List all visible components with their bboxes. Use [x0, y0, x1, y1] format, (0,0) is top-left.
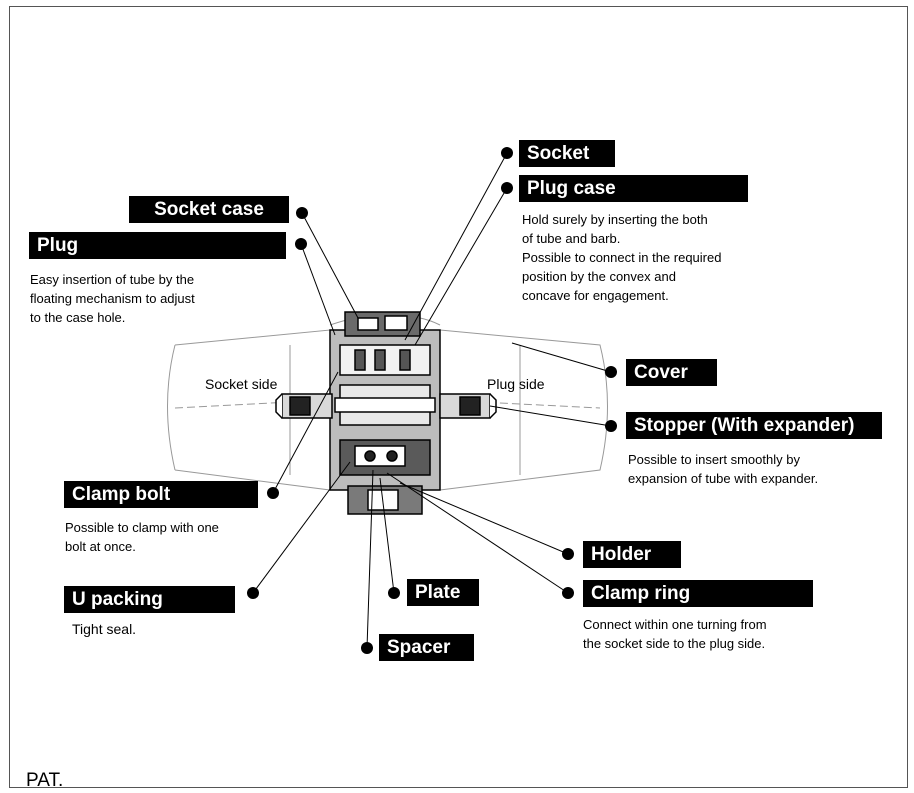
label-plug-case: Plug case: [519, 175, 748, 202]
leader-lines: [252, 152, 612, 649]
label-clamp-bolt: Clamp bolt: [64, 481, 258, 508]
desc-clamp-bolt: Possible to clamp with one bolt at once.: [65, 518, 219, 556]
desc-line: to the case hole.: [30, 310, 126, 325]
desc-line: bolt at once.: [65, 539, 136, 554]
desc-clamp-ring: Connect within one turning from the sock…: [583, 615, 767, 653]
desc-line: Hold surely by inserting the both: [522, 212, 708, 227]
desc-stopper: Possible to insert smoothly by expansion…: [628, 450, 818, 488]
desc-line: Possible to connect in the required: [522, 250, 722, 265]
label-plug: Plug: [29, 232, 286, 259]
desc-line: Easy insertion of tube by the: [30, 272, 195, 287]
coupling-body: [329, 311, 441, 515]
label-socket: Socket: [519, 140, 615, 167]
plug-side-label: Plug side: [487, 376, 545, 392]
desc-line: concave for engagement.: [522, 288, 669, 303]
label-u-packing: U packing: [64, 586, 235, 613]
label-socket-case: Socket case: [129, 196, 289, 223]
desc-line: of tube and barb.: [522, 231, 621, 246]
label-holder: Holder: [583, 541, 681, 568]
desc-line: expansion of tube with expander.: [628, 471, 819, 486]
desc-line: Possible to insert smoothly by: [628, 452, 800, 467]
desc-line: Possible to clamp with one: [65, 520, 219, 535]
socket-side-label: Socket side: [205, 376, 278, 392]
label-plate: Plate: [407, 579, 479, 606]
label-spacer: Spacer: [379, 634, 474, 661]
desc-line: Tight seal.: [72, 621, 137, 637]
label-cover: Cover: [626, 359, 717, 386]
desc-plug-case: Hold surely by inserting the both of tub…: [522, 210, 721, 305]
leader-dots: [247, 147, 617, 654]
desc-line: the socket side to the plug side.: [583, 636, 766, 651]
label-clamp-ring: Clamp ring: [583, 580, 813, 607]
label-stopper: Stopper (With expander): [626, 412, 882, 439]
cover-outline: [167, 317, 608, 491]
desc-plug: Easy insertion of tube by the floating m…: [30, 270, 195, 327]
desc-line: Connect within one turning from: [583, 617, 767, 632]
desc-line: position by the convex and: [522, 269, 676, 284]
patent-mark: PAT.: [26, 770, 64, 791]
desc-line: floating mechanism to adjust: [30, 291, 195, 306]
desc-u-packing: Tight seal.: [72, 620, 136, 639]
